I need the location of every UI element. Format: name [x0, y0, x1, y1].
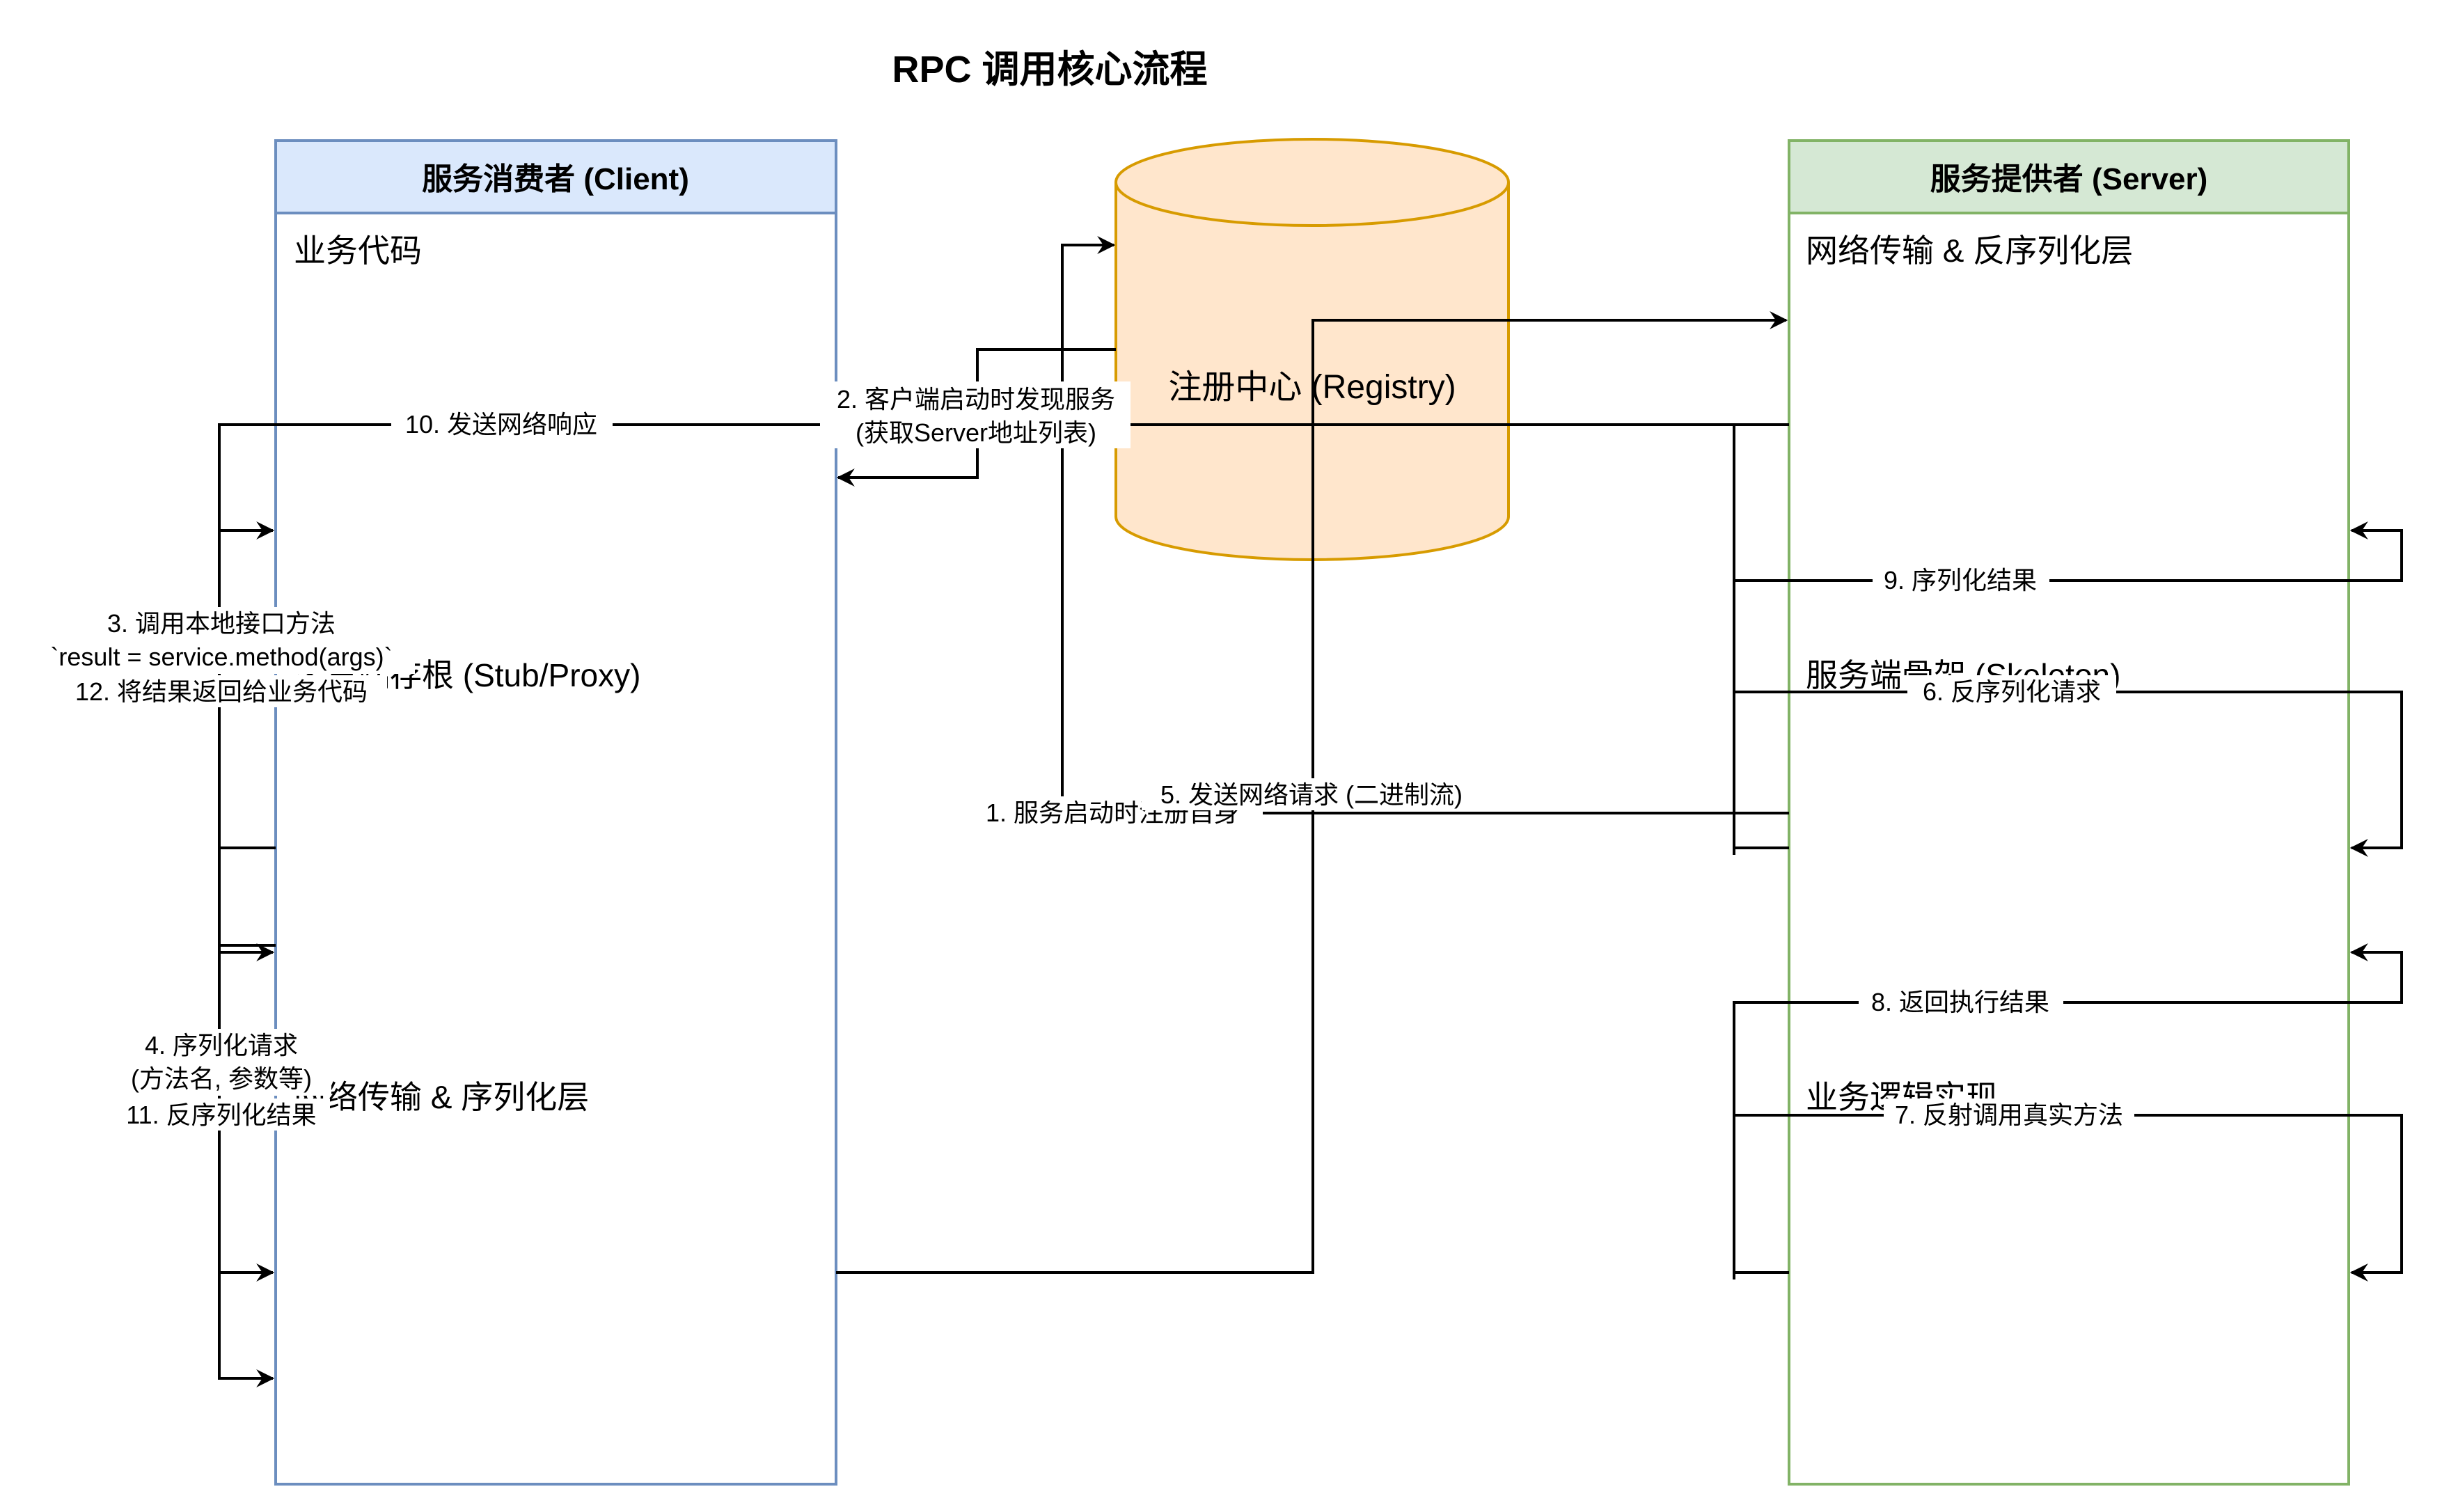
server-lane-header — [1788, 139, 2350, 214]
edge-11-label: 11. 反序列化结果 — [126, 1101, 316, 1129]
edges — [218, 236, 2403, 1387]
client-layer-network: 网络传输 & 序列化层 — [294, 1079, 589, 1115]
server-layer-network: 网络传输 & 反序列化层 — [1806, 233, 2133, 269]
edge-1-register — [1061, 236, 1789, 814]
edge-7-label: 7. 反射调用真实方法 — [1895, 1101, 2123, 1129]
edge-11-deserialize-result — [218, 943, 275, 1378]
edge-12-label: 12. 将结果返回给业务代码 — [75, 677, 368, 706]
edge-6-label: 6. 反序列化请求 — [1923, 677, 2101, 706]
edge-4-label-line2: (方法名, 参数等) — [131, 1064, 312, 1093]
client-lane-header — [274, 139, 837, 214]
client-layer-business-code: 业务代码 — [294, 233, 422, 269]
edge-10-label: 10. 发送网络响应 — [405, 410, 597, 439]
client-swimlane: 服务消费者 (Client) 业务代码 客户端存根 (Stub/Proxy) 网… — [274, 139, 837, 1486]
diagram-title: RPC 调用核心流程 — [892, 49, 1207, 90]
edge-3-call-local — [218, 521, 276, 947]
edge-9-serialize-result — [1733, 521, 2403, 849]
edge-8-return — [1733, 943, 2403, 1279]
edge-labels: 1. 服务启动时注册自身 2. 客户端启动时发现服务 (获取Server地址列表… — [28, 381, 2134, 1131]
edge-9-label: 9. 序列化结果 — [1884, 566, 2037, 594]
server-header-label: 服务提供者 (Server) — [1930, 162, 2208, 196]
edge-3-label-line2: `result = service.method(args)` — [50, 643, 392, 671]
client-lane-body — [274, 139, 837, 1486]
edge-3-label-line1: 3. 调用本地接口方法 — [107, 609, 336, 638]
server-lane-body — [1788, 139, 2350, 1486]
edge-8-label: 8. 返回执行结果 — [1871, 988, 2049, 1016]
edge-2-label-line2: (获取Server地址列表) — [856, 418, 1096, 447]
edge-5-label: 5. 发送网络请求 (二进制流) — [1160, 780, 1463, 809]
client-header-label: 服务消费者 (Client) — [422, 162, 689, 196]
registry-top — [1114, 138, 1510, 227]
edge-4-label-line1: 4. 序列化请求 — [145, 1031, 298, 1060]
edge-2-label-line1: 2. 客户端启动时发现服务 — [837, 385, 1115, 414]
server-swimlane: 服务提供者 (Server) 网络传输 & 反序列化层 服务端骨架 (Skele… — [1788, 139, 2350, 1486]
